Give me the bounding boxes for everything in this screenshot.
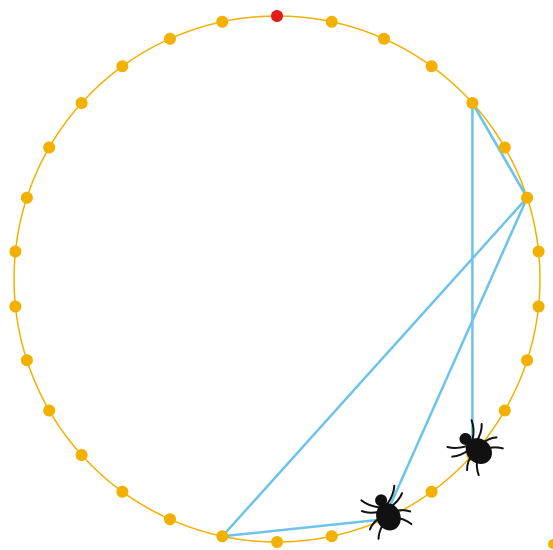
ring-node[interactable] (466, 97, 479, 109)
ring-node[interactable] (521, 191, 534, 204)
ring-node[interactable] (116, 60, 129, 73)
ring-node[interactable] (325, 15, 338, 28)
spider-leg (470, 419, 475, 442)
ring-node[interactable] (498, 141, 511, 154)
ring-node[interactable] (521, 354, 534, 367)
spider-head (459, 432, 472, 445)
ring-node[interactable] (532, 300, 545, 313)
start-node[interactable] (271, 10, 283, 22)
web-thread (382, 196, 529, 521)
ring-node[interactable] (20, 354, 33, 367)
web-threads (221, 101, 529, 538)
spider-leg (446, 444, 469, 449)
ring-node[interactable] (164, 513, 176, 526)
ring-node[interactable] (20, 191, 33, 204)
ring-node[interactable] (378, 32, 390, 45)
ring-node[interactable] (9, 300, 22, 313)
ring-node[interactable] (425, 485, 438, 498)
web-thread (221, 518, 386, 538)
spider-abdomen (465, 438, 493, 464)
ring-node[interactable] (425, 60, 438, 73)
ring-node[interactable] (43, 141, 56, 154)
ring-node[interactable] (75, 97, 88, 109)
ring-node[interactable] (532, 245, 545, 258)
ring-node[interactable] (116, 485, 129, 498)
spiders (358, 417, 506, 540)
ring-node[interactable] (216, 530, 229, 543)
spider-icon[interactable] (445, 417, 506, 478)
ring-node[interactable] (43, 404, 56, 417)
ring-node[interactable] (9, 245, 22, 258)
ring-node[interactable] (271, 536, 283, 548)
web-thread (221, 196, 529, 538)
spider-abdomen (376, 503, 401, 531)
ring-node[interactable] (325, 530, 338, 543)
spider-head (375, 494, 388, 507)
ring-node[interactable] (75, 449, 88, 461)
ring-circle (13, 15, 541, 543)
corner-node (548, 539, 553, 549)
ring-node[interactable] (216, 15, 229, 28)
ring-node[interactable] (498, 404, 511, 417)
spider-leg (386, 484, 396, 506)
spider-icon[interactable] (358, 484, 415, 540)
ring-node[interactable] (164, 32, 176, 45)
ring-nodes (9, 10, 545, 548)
spider-leg (360, 499, 381, 509)
